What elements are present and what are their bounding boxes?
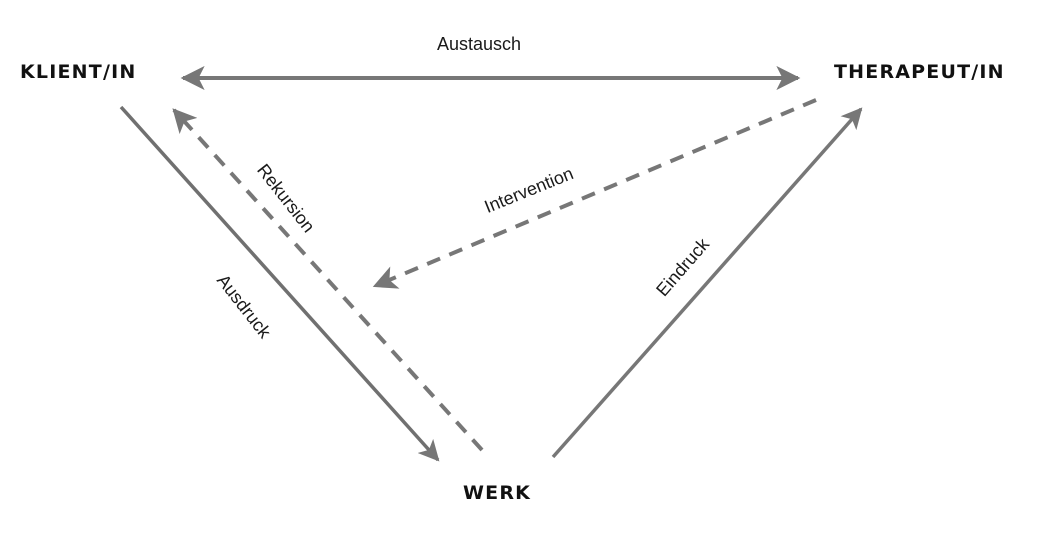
label-exchange: Austausch [437, 34, 522, 54]
expression-arrow [119, 105, 440, 462]
impression-arrow [551, 107, 863, 459]
intervention-arrow [372, 98, 817, 289]
node-therapist: THERAPEUT/IN [834, 61, 1005, 83]
node-client: KLIENT/IN [20, 61, 137, 83]
recursion-arrow [172, 108, 484, 452]
node-work: WERK [463, 482, 532, 504]
